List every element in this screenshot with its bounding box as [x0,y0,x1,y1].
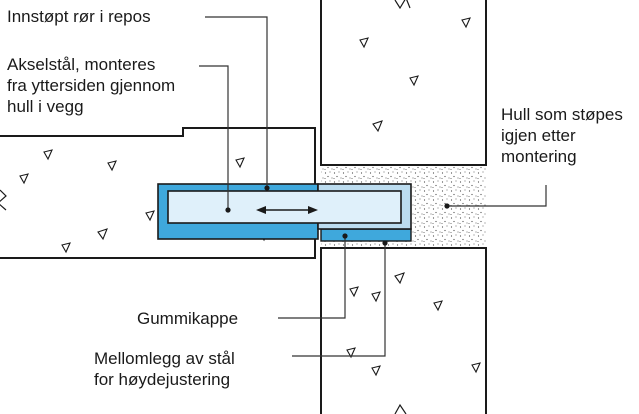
leader-innstopt [205,16,268,188]
steel-axle [167,190,402,224]
label-rubber-sleeve: Gummikappe [137,308,238,329]
label-line: montering [501,147,577,166]
label-embedded-tube: Innstøpt rør i repos [7,6,151,27]
double-arrow [256,206,318,214]
label-line: hull i vegg [7,97,84,116]
leader-akselstal [199,65,229,210]
leader-lines [199,16,547,357]
label-grout-hole: Hull som støpes igjen etter montering [501,104,623,167]
leader-mellom [292,243,386,357]
label-line: Akselstål, monteres [7,55,156,74]
leader-dots [225,185,450,246]
label-line: Hull som støpes [501,105,623,124]
label-line: Gummikappe [137,309,239,328]
label-line: for høydejustering [94,370,231,389]
label-steel-shim: Mellomlegg av stål for høydejustering [94,348,235,390]
label-steel-axle: Akselstål, monteres fra yttersiden gjenn… [7,54,175,117]
leader-hull [447,185,547,207]
upper-wall-block [320,0,487,166]
steel-shim [320,228,412,242]
label-line: igjen etter [501,126,576,145]
label-line: Mellomlegg av stål [94,349,235,368]
label-line: Innstøpt rør i repos [7,7,151,26]
leader-gummi [278,236,346,319]
label-line: fra yttersiden gjennom [7,76,176,95]
concrete-aggregate-marks [19,17,481,377]
